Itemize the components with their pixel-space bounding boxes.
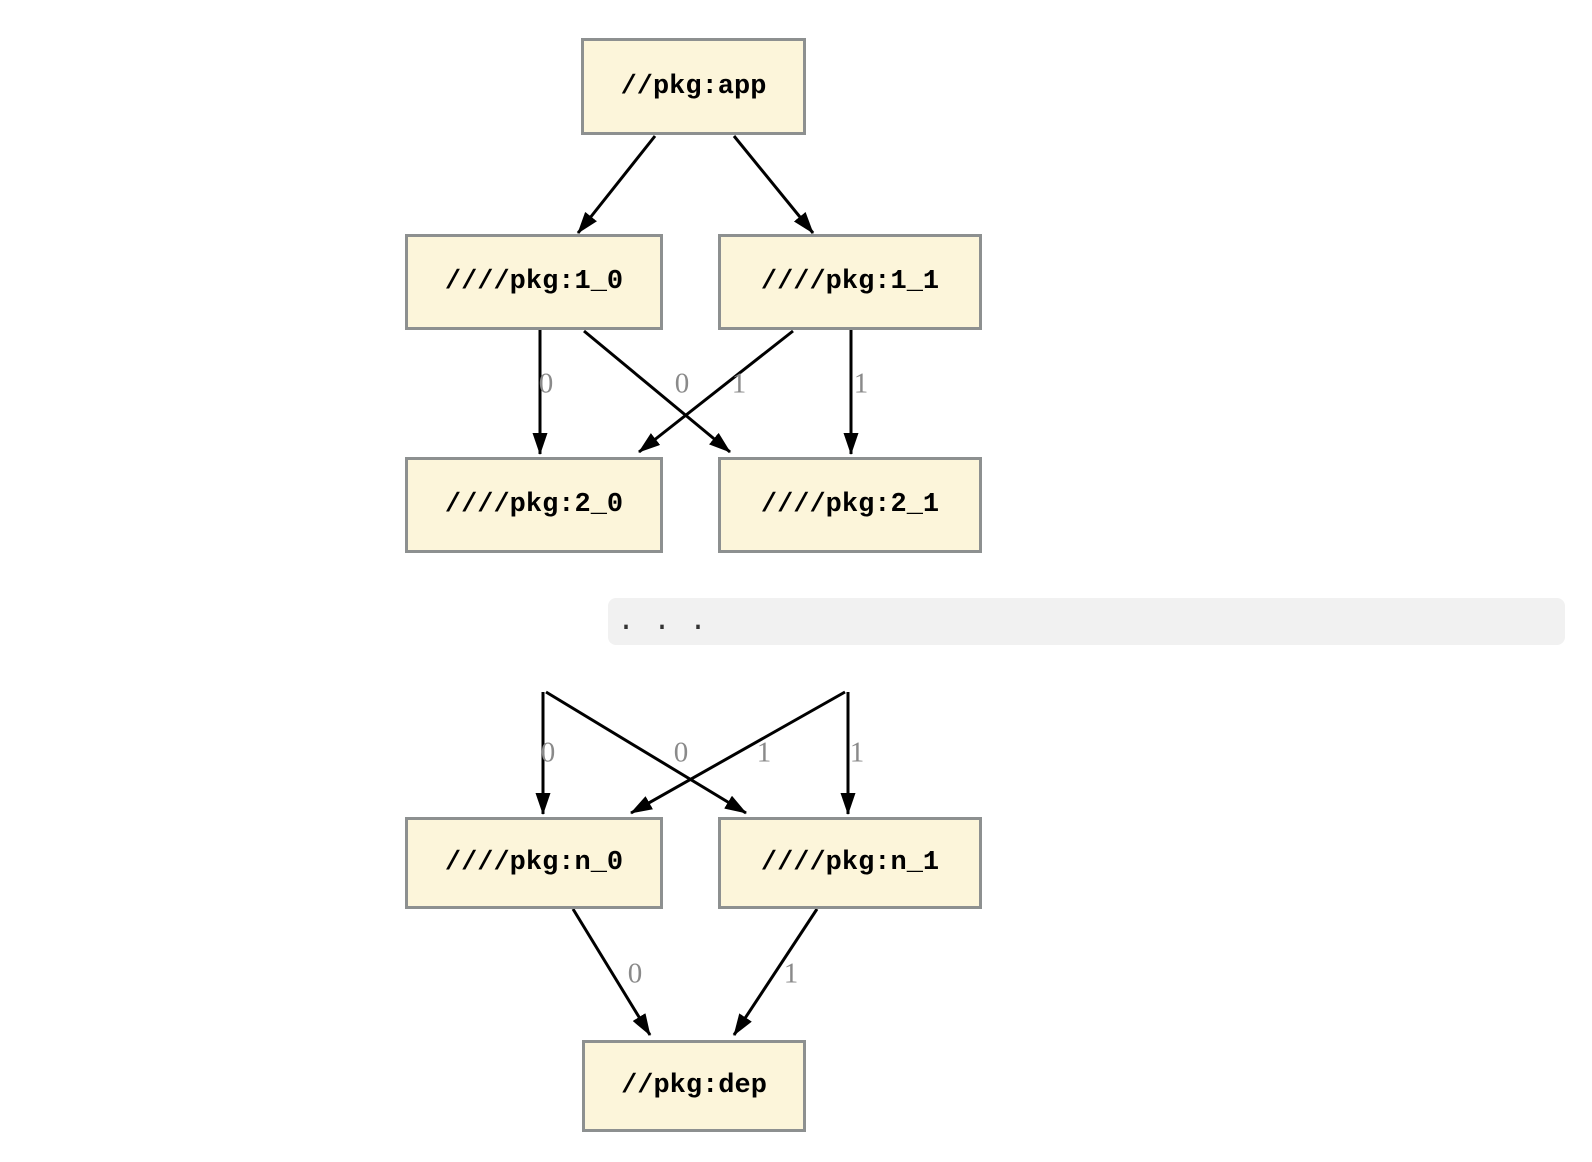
edge-label-prev_0-to-n_0: 0 — [540, 736, 556, 769]
edge-label-1_0-to-2_0: 0 — [538, 367, 554, 400]
edge-app-to-1_0 — [576, 135, 657, 234]
edge-label-prev_1-to-n_1: 1 — [849, 736, 865, 769]
edge-label-n_0-to-dep: 0 — [627, 957, 643, 990]
edge-prev_0-to-n_1 — [545, 690, 747, 815]
node-pkg-2_0: ////pkg:2_0 — [405, 457, 663, 553]
edge-prev_1-to-n_0 — [630, 690, 846, 815]
edge-label-1_1-to-2_1: 1 — [853, 367, 869, 400]
node-pkg-n_0: ////pkg:n_0 — [405, 817, 663, 909]
edge-label-1_0-to-2_1: 1 — [731, 367, 747, 400]
edge-1_1-to-2_0 — [638, 329, 794, 454]
edge-label-prev_1-to-n_0: 0 — [673, 736, 689, 769]
edge-label-prev_0-to-n_1: 1 — [756, 736, 772, 769]
node-pkg-2_1: ////pkg:2_1 — [718, 457, 982, 553]
ellipsis-band: . . . — [608, 598, 1565, 645]
node-pkg-dep: //pkg:dep — [582, 1040, 806, 1132]
edge-label-n_1-to-dep: 1 — [783, 957, 799, 990]
node-pkg-app: //pkg:app — [581, 38, 806, 135]
node-pkg-1_1: ////pkg:1_1 — [718, 234, 982, 330]
edge-label-1_1-to-2_0: 0 — [674, 367, 690, 400]
node-pkg-n_1: ////pkg:n_1 — [718, 817, 982, 909]
edge-app-to-1_1 — [732, 135, 815, 234]
node-pkg-1_0: ////pkg:1_0 — [405, 234, 663, 330]
edge-n_1-to-dep — [732, 908, 819, 1036]
edge-1_0-to-2_1 — [583, 329, 731, 454]
